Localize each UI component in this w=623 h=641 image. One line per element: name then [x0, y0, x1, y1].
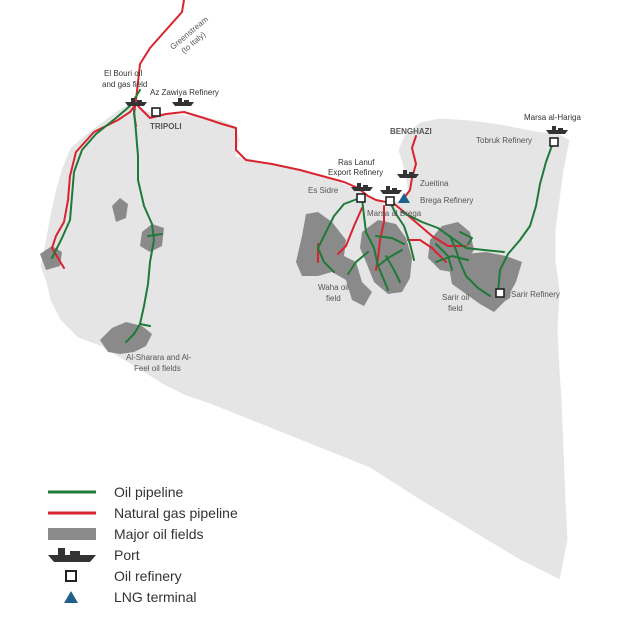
oil-pipeline-west-spur — [147, 233, 163, 237]
legend-label: Port — [114, 547, 140, 563]
legend-item-port: Port — [44, 545, 344, 565]
oil-pipeline-central-branch-1 — [375, 235, 405, 245]
legend: Oil pipeline Natural gas pipeline Major … — [44, 482, 344, 612]
label-sarir-refinery: Sarir Refinery — [511, 290, 560, 299]
label-sarir-1: Sarir oil — [442, 293, 469, 302]
oil-pipeline-swatch — [48, 490, 96, 494]
legend-item-lng: LNG terminal — [44, 587, 344, 607]
refineries — [151, 107, 559, 298]
label-tobruk: Tobruk Refinery — [476, 136, 532, 145]
oil-field-swatch — [48, 528, 96, 540]
oil-pipeline-ras-lanuf — [361, 197, 389, 291]
legend-label: LNG terminal — [114, 589, 197, 605]
label-sarir-2: field — [448, 304, 463, 313]
label-benghazi: BENGHAZI — [390, 127, 432, 136]
label-es-sidre: Es Sidre — [308, 186, 339, 195]
label-marsa-al-brega: Marsa al Brega — [367, 209, 422, 218]
oil-pipeline-es-sidre — [317, 197, 361, 273]
refinery-icon — [356, 193, 366, 203]
gas-pipeline-greenstream — [133, 0, 185, 127]
oil-field-west-north — [112, 198, 128, 222]
libya-territory — [39, 103, 571, 581]
label-ras-lanuf-2: Export Refinery — [328, 168, 383, 177]
gas-pipeline-waha — [337, 207, 363, 255]
oil-field-west-central — [140, 224, 164, 252]
port-icon — [380, 186, 402, 194]
oil-pipeline-marsa-al-hariga — [497, 139, 555, 293]
oil-pipeline-sharara-spur — [139, 323, 151, 327]
port-icon — [351, 183, 373, 191]
legend-item-gas-pipeline: Natural gas pipeline — [44, 503, 344, 523]
legend-label: Oil pipeline — [114, 484, 184, 500]
ports — [125, 98, 568, 194]
label-el-bouri-1: El Bouri oil — [104, 69, 142, 78]
refinery-icon — [65, 570, 77, 582]
gas-pipeline-west — [51, 103, 137, 269]
oil-pipeline-central-branch-4 — [377, 249, 403, 267]
legend-item-oil-pipeline: Oil pipeline — [44, 482, 344, 502]
label-az-zawiya: Az Zawiya Refinery — [150, 88, 219, 97]
port-icon — [172, 98, 194, 106]
port-icon — [125, 98, 147, 106]
lng-terminal-icon — [64, 591, 78, 603]
refinery-icon — [151, 107, 161, 117]
gas-pipeline-benghazi — [403, 135, 417, 199]
label-ras-lanuf-1: Ras Lanuf — [338, 158, 375, 167]
legend-label: Major oil fields — [114, 526, 204, 542]
oil-pipelines — [51, 89, 555, 343]
lng-terminal-icon — [398, 193, 410, 203]
gas-pipeline-swatch — [48, 511, 96, 515]
port-icon — [48, 548, 96, 562]
label-brega: Brega Refinery — [420, 196, 473, 205]
oil-pipeline-brega — [389, 201, 415, 261]
legend-label: Oil refinery — [114, 568, 182, 584]
legend-item-oil-fields: Major oil fields — [44, 524, 344, 544]
port-icon — [397, 170, 419, 178]
label-marsa-al-hariga: Marsa al-Hariga — [524, 113, 581, 122]
gas-pipeline-east — [391, 201, 467, 247]
label-waha-2: field — [326, 294, 341, 303]
label-sharara-1: Al-Sharara and Al- — [126, 353, 192, 362]
port-icon — [546, 126, 568, 134]
label-el-bouri-2: and gas field — [102, 80, 147, 89]
label-zueitina: Zueitina — [420, 179, 449, 188]
oil-pipeline-sarir — [401, 211, 505, 253]
refinery-icon — [495, 288, 505, 298]
oil-pipeline-west-coast — [51, 89, 141, 259]
refinery-icon — [549, 137, 559, 147]
oil-pipeline-sarir-branch-3 — [459, 231, 473, 245]
oil-pipeline-sarir-branch-1 — [449, 235, 491, 297]
label-tripoli: TRIPOLI — [150, 122, 182, 131]
legend-item-refinery: Oil refinery — [44, 566, 344, 586]
oil-pipeline-sarir-branch-4 — [435, 255, 469, 263]
oil-field-waha — [296, 212, 372, 306]
label-sharara-2: Feel oil fields — [134, 364, 181, 373]
legend-label: Natural gas pipeline — [114, 505, 238, 521]
oil-pipeline-central-branch-3 — [385, 255, 401, 283]
oil-pipeline-sarir-branch-2 — [435, 243, 453, 271]
oil-field-sharara — [100, 322, 152, 354]
gas-pipeline-south — [407, 239, 447, 263]
oil-pipeline-central-branch-2 — [347, 251, 369, 275]
refinery-icon — [385, 196, 395, 206]
label-waha-1: Waha oil — [318, 283, 349, 292]
